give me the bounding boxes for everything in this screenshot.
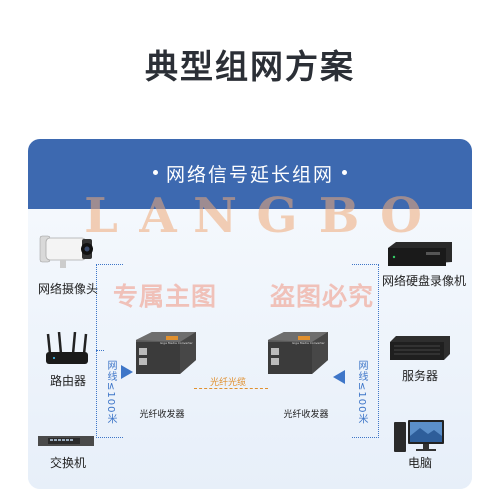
arrow-left-icon <box>333 370 345 384</box>
fiber-cable-line <box>194 388 268 389</box>
watermark-letter: B <box>318 188 360 244</box>
camera-icon <box>38 230 94 270</box>
watermark-letter: G <box>256 188 298 244</box>
left-connection-mid <box>96 350 104 351</box>
watermark-letter: N <box>193 188 237 244</box>
svg-text:Giga Media Converter: Giga Media Converter <box>160 341 194 345</box>
arrow-right-icon <box>121 365 133 379</box>
server-icon <box>388 336 452 362</box>
left-connection-bracket <box>96 264 123 438</box>
switch-icon <box>38 433 94 449</box>
watermark-text-left: 专属主图 <box>113 282 218 311</box>
converter-right-icon: Giga Media Converter <box>262 330 330 376</box>
converter-left-label: 光纤收发器 <box>139 410 185 420</box>
camera-label: 网络摄像头 <box>37 282 98 296</box>
nvr-label: 网络硬盘录像机 <box>381 274 466 288</box>
watermark-text-right: 盗图必究 <box>270 282 375 311</box>
left-cable-label: 网线≤100米 <box>105 360 116 425</box>
svg-text:Giga Media Converter: Giga Media Converter <box>292 341 326 345</box>
watermark-letter: A <box>139 188 177 244</box>
switch-label: 交换机 <box>49 456 86 470</box>
bullet-icon <box>153 170 158 175</box>
pc-icon <box>394 418 446 454</box>
watermark-letter: O <box>380 188 422 244</box>
router-label: 路由器 <box>49 374 86 388</box>
bullet-icon <box>342 170 347 175</box>
watermark-letter: L <box>84 188 118 244</box>
pc-label: 电脑 <box>407 456 432 470</box>
right-cable-label: 网线≤100米 <box>356 360 367 425</box>
nvr-icon <box>386 240 454 268</box>
right-connection-bracket <box>352 264 379 438</box>
converter-left-icon: Giga Media Converter <box>130 330 198 376</box>
page-title: 典型组网方案 <box>145 47 355 86</box>
server-label: 服务器 <box>401 369 438 383</box>
router-icon <box>44 331 90 366</box>
panel-header: 网络信号延长组网 <box>28 139 472 209</box>
panel-title: 网络信号延长组网 <box>165 164 334 186</box>
converter-right-label: 光纤收发器 <box>283 410 329 420</box>
fiber-label: 光纤光缆 <box>210 378 247 388</box>
